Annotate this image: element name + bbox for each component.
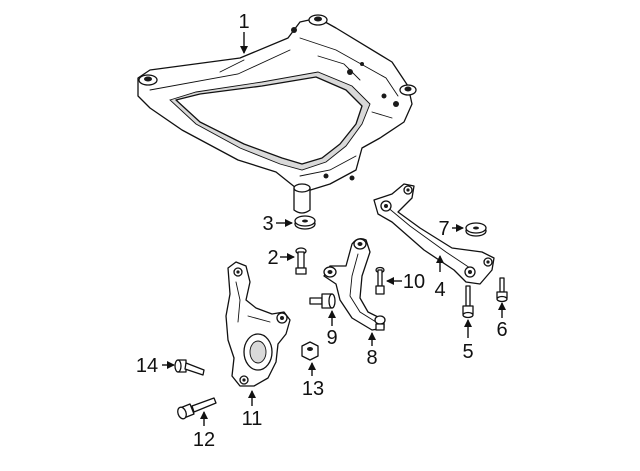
callout-7: 7 xyxy=(438,218,449,240)
lower-control-arm-part-8 xyxy=(323,238,386,331)
callout-4: 4 xyxy=(434,279,445,301)
callout-3: 3 xyxy=(262,213,273,235)
callout-8: 8 xyxy=(366,347,377,369)
bolt-part-2 xyxy=(295,247,307,275)
callout-2: 2 xyxy=(267,247,278,269)
crossmember-part xyxy=(137,14,417,214)
bolt-part-6 xyxy=(496,277,508,303)
callout-labels: 1 2 3 4 5 6 7 8 9 10 11 12 13 14 xyxy=(136,11,508,451)
leader-lines xyxy=(162,32,506,426)
callout-11: 11 xyxy=(242,408,263,430)
callout-10: 10 xyxy=(403,271,425,293)
bolt-part-9 xyxy=(309,293,336,309)
callout-14: 14 xyxy=(136,355,158,377)
bolt-part-14 xyxy=(174,359,205,376)
callout-1: 1 xyxy=(238,11,249,33)
brace-part-4 xyxy=(373,183,495,285)
bolt-part-12 xyxy=(177,397,217,420)
callout-6: 6 xyxy=(496,319,507,341)
callout-12: 12 xyxy=(193,429,215,451)
steering-knuckle-part-11 xyxy=(225,261,291,387)
washer-part-7 xyxy=(465,222,487,237)
callout-9: 9 xyxy=(326,327,337,349)
callout-13: 13 xyxy=(302,378,324,400)
bolt-part-10 xyxy=(375,266,385,295)
bolt-part-5 xyxy=(462,285,474,319)
callout-5: 5 xyxy=(462,341,473,363)
washer-part-3 xyxy=(294,215,316,230)
nut-part-13 xyxy=(301,341,319,361)
